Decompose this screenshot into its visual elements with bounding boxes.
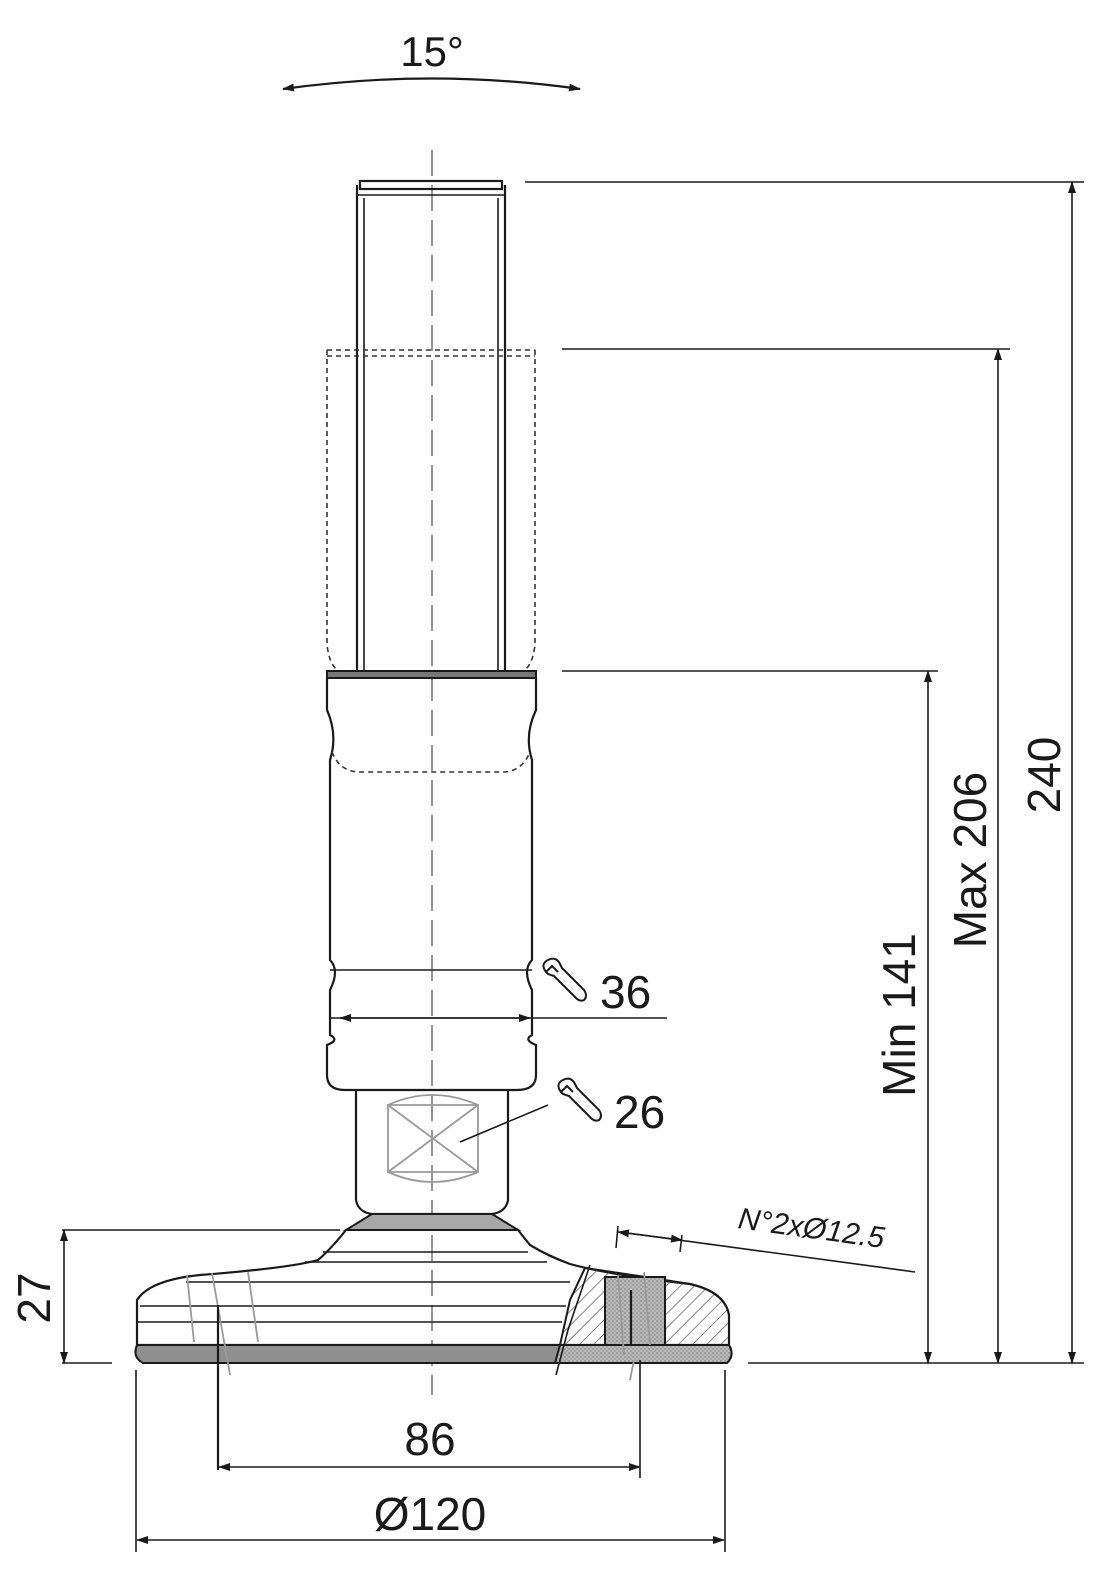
base-height-label: 27 bbox=[8, 1272, 60, 1323]
wrench-26-label: 26 bbox=[614, 1086, 665, 1138]
wrench-36-label: 36 bbox=[600, 966, 651, 1018]
threaded-stem bbox=[355, 179, 507, 670]
dimension-27: 27 bbox=[8, 1229, 340, 1364]
swivel-angle-indicator: 15° bbox=[282, 28, 581, 92]
hole-spacing-label: 86 bbox=[404, 1413, 455, 1465]
dimension-max: Max 206 bbox=[562, 348, 1010, 1364]
hidden-housing-outline bbox=[326, 349, 536, 672]
overall-height-label: 240 bbox=[1018, 737, 1070, 814]
hole-callout: N°2xØ12.5 bbox=[615, 1202, 916, 1273]
base-pad bbox=[134, 1229, 733, 1470]
dimension-min: Min 141 bbox=[562, 670, 938, 1364]
housing-body bbox=[325, 670, 538, 1092]
wrench-26-callout: 26 bbox=[459, 1077, 665, 1143]
wrench-36-callout: 36 bbox=[330, 957, 667, 1022]
hole-note: N°2xØ12.5 bbox=[736, 1202, 887, 1255]
dimension-120: Ø120 bbox=[135, 1370, 726, 1552]
angle-label: 15° bbox=[400, 28, 464, 75]
dimension-86: 86 bbox=[218, 1360, 641, 1478]
min-height-label: Min 141 bbox=[873, 933, 925, 1097]
wrench-icon bbox=[557, 1077, 602, 1122]
wrench-icon bbox=[542, 957, 587, 1002]
dimension-240: 240 bbox=[525, 181, 1084, 1364]
angle-arc bbox=[282, 77, 581, 92]
ball-joint bbox=[342, 1213, 522, 1231]
max-height-label: Max 206 bbox=[944, 772, 996, 948]
base-diameter-label: Ø120 bbox=[374, 1488, 487, 1540]
